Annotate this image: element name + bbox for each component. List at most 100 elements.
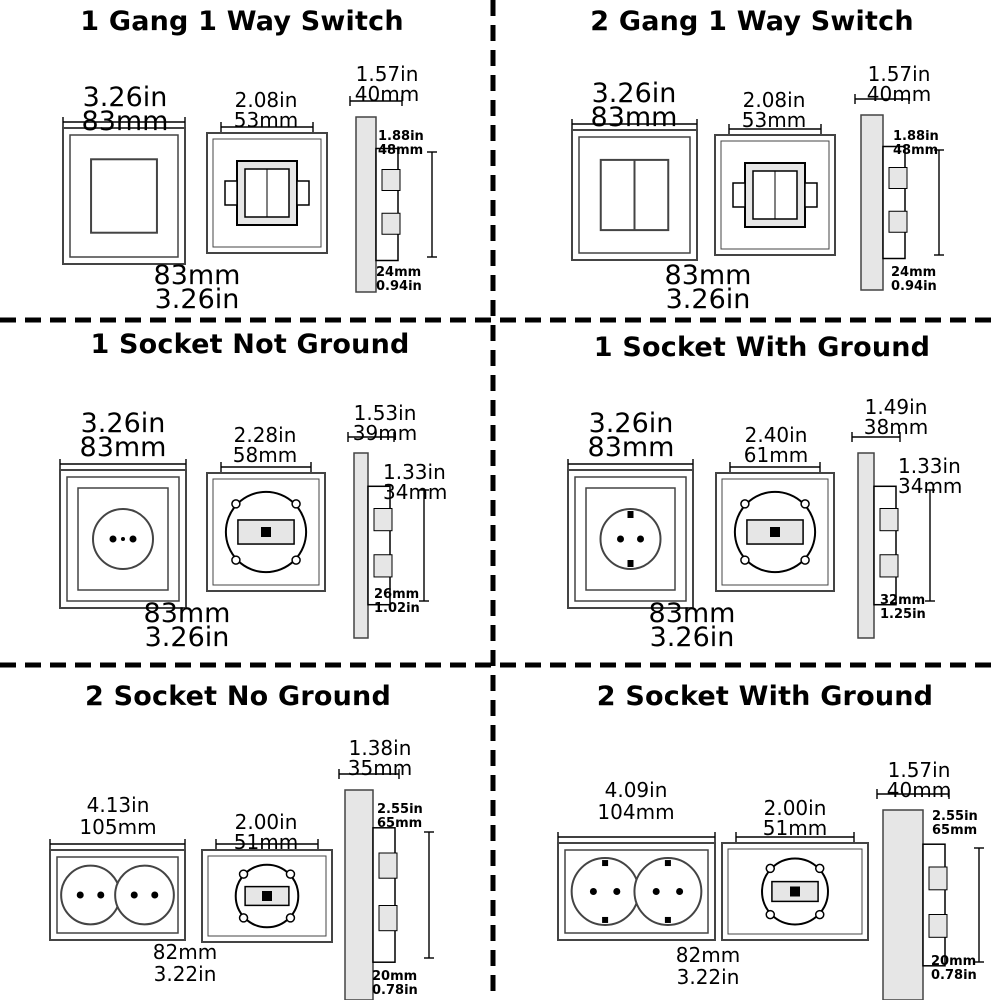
clamp <box>928 914 948 938</box>
front-depth-mm: 24mm <box>376 265 422 280</box>
plate-edge <box>353 452 369 639</box>
mechanism-width-in: 2.40in <box>744 423 808 447</box>
front-depth-in: 0.78in <box>372 983 418 998</box>
ground-clip <box>602 860 609 867</box>
panel-title: 2 Socket With Ground <box>596 681 934 712</box>
panel-title: 1 Gang 1 Way Switch <box>80 6 404 37</box>
depth-in: 1.57in <box>355 62 419 86</box>
screw <box>740 555 750 565</box>
side-profile <box>882 809 948 1000</box>
panel-title: 1 Socket With Ground <box>593 332 931 363</box>
front-plate <box>567 469 694 609</box>
plate-height-mm: 82mm <box>152 940 218 964</box>
clamp <box>378 852 398 879</box>
plate-height-in: 3.26in <box>154 284 240 315</box>
screw <box>291 499 301 509</box>
panel-title: 1 Socket Not Ground <box>90 329 410 360</box>
plate-height-in: 3.22in <box>676 965 740 989</box>
plate-width-in: 3.26in <box>591 78 677 109</box>
screw <box>238 913 249 923</box>
front-depth-in: 0.94in <box>891 279 937 294</box>
ground-clip <box>627 560 634 567</box>
depth-mm: 39mm <box>352 421 418 445</box>
plate-height-mm: 83mm <box>143 598 231 629</box>
mechanism-back <box>206 472 326 592</box>
clamp <box>879 554 899 578</box>
mechanism-back <box>206 132 328 254</box>
mechanism-width-mm: 51mm <box>762 816 828 840</box>
mechanism-back <box>715 472 835 592</box>
front-plate <box>49 849 186 941</box>
side-profile <box>355 116 401 293</box>
side-profile <box>344 789 398 1000</box>
socket-bezel <box>77 487 169 591</box>
plate-edge <box>344 789 374 1000</box>
socket-hole <box>76 891 84 899</box>
plate-inner-frame <box>578 136 691 254</box>
plate-width-in: 4.09in <box>604 778 668 802</box>
body-height-mm: 48mm <box>893 143 939 158</box>
terminal <box>804 182 818 208</box>
clamp <box>888 167 908 189</box>
front-depth-in: 0.94in <box>376 279 422 294</box>
ground-clip <box>602 916 609 923</box>
socket-hole <box>617 535 624 543</box>
mechanism-width-mm: 53mm <box>741 108 807 132</box>
body-height-mm: 34mm <box>898 474 963 498</box>
front-depth-mm: 20mm <box>931 954 977 969</box>
socket-face <box>60 864 121 926</box>
clamp <box>373 508 393 532</box>
center-terminal <box>261 527 271 537</box>
front-depth-in: 0.78in <box>931 968 977 983</box>
screw <box>800 555 810 565</box>
clamp <box>373 554 393 578</box>
ground-clip <box>664 860 671 867</box>
socket-hole <box>589 888 597 895</box>
depth-mm: 40mm <box>886 778 952 802</box>
body-height-in: 2.55in <box>932 809 978 824</box>
center-terminal <box>770 527 780 537</box>
screw <box>231 555 241 565</box>
mechanism-body <box>882 145 906 260</box>
plate-height-in: 3.26in <box>144 622 230 653</box>
ground-clip <box>627 511 634 518</box>
body-height-mm: 48mm <box>378 143 424 158</box>
socket-bezel <box>585 487 676 591</box>
plate-width-mm: 83mm <box>79 432 167 463</box>
front-depth-mm: 32mm <box>880 593 926 608</box>
plate-edge <box>857 452 875 639</box>
plate-inner-frame <box>66 476 180 602</box>
side-profile <box>860 114 908 291</box>
terminal <box>296 180 310 206</box>
screw <box>285 869 296 879</box>
depth-mm: 38mm <box>863 415 929 439</box>
plate-width-mm: 83mm <box>590 102 678 133</box>
depth-mm: 40mm <box>866 82 932 106</box>
socket-hole <box>676 888 684 895</box>
plate-width-mm: 83mm <box>81 106 169 137</box>
plate-width-mm: 83mm <box>587 432 675 463</box>
socket-hole <box>151 891 159 899</box>
plate-height-in: 3.22in <box>153 962 217 986</box>
center-terminal <box>262 891 272 901</box>
front-depth-in: 1.02in <box>374 601 420 616</box>
socket-face <box>599 508 662 570</box>
screw <box>765 863 776 874</box>
front-depth-mm: 26mm <box>374 587 420 602</box>
screw <box>814 863 825 874</box>
front-depth-mm: 20mm <box>372 969 418 984</box>
terminal <box>224 180 238 206</box>
plate-width-in: 3.26in <box>82 82 168 113</box>
center-terminal <box>790 886 800 897</box>
plate-height-mm: 82mm <box>675 943 741 967</box>
body-height-in: 1.88in <box>893 129 939 144</box>
depth-mm: 35mm <box>347 756 413 780</box>
mechanism-width-in: 2.08in <box>742 88 806 112</box>
body-height-mm: 65mm <box>932 823 978 838</box>
mechanism-width-in: 2.28in <box>233 423 297 447</box>
socket-hole <box>613 888 621 895</box>
depth-in: 1.57in <box>867 62 931 86</box>
plate-height-in: 3.26in <box>649 622 735 653</box>
mechanism-width-mm: 58mm <box>232 443 298 467</box>
socket-hole <box>109 535 117 543</box>
